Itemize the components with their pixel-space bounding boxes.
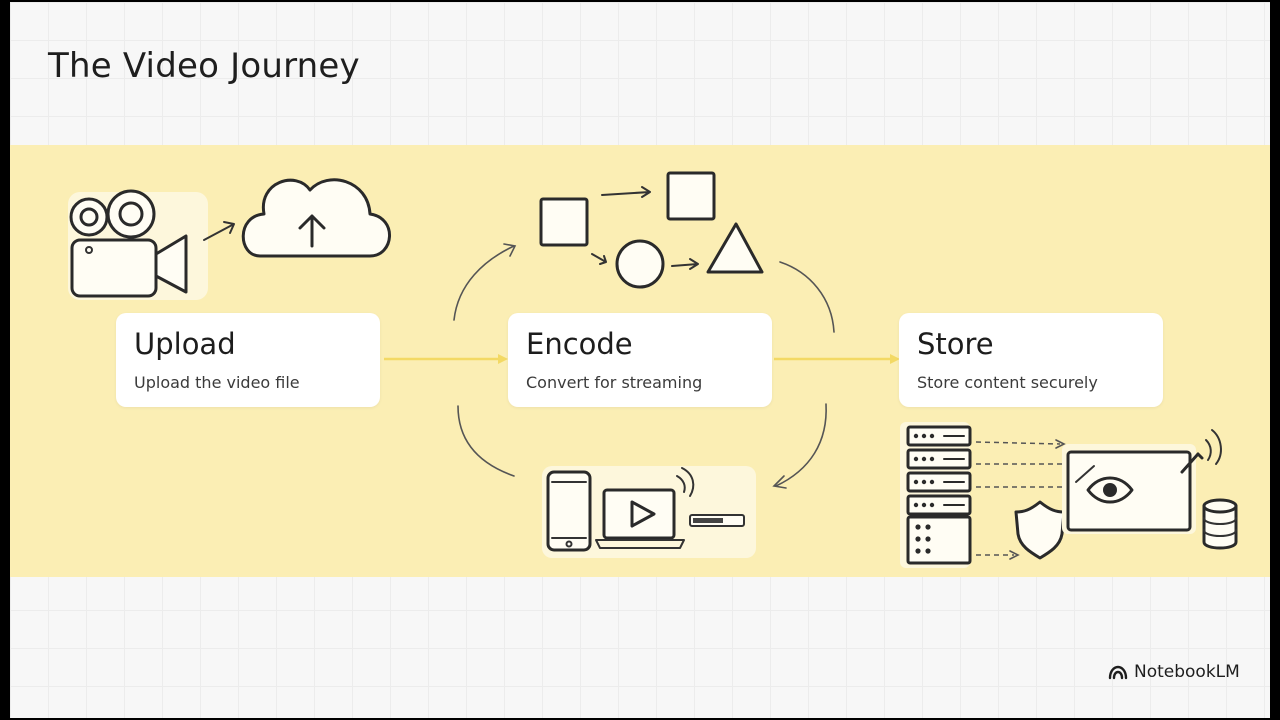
dashed-connectors [975,439,1066,560]
slide: The Video Journey [10,2,1270,718]
laptop-play-icon [595,467,695,549]
step-title: Encode [526,327,633,361]
monitor-eye-icon [1062,429,1222,534]
flow-line-encode-store [774,354,900,364]
square-icon-2 [666,171,716,221]
brand-watermark: NotebookLM [1108,660,1240,684]
brand-label: NotebookLM [1134,662,1240,682]
step-description: Upload the video file [134,373,300,392]
square-icon [539,197,589,247]
step-card-store: Store Store content securely [899,313,1163,407]
step-title: Upload [134,327,236,361]
database-icon [1202,498,1238,550]
loop-arc-top-right [779,261,835,333]
step-title: Store [917,327,994,361]
circle-icon [615,239,665,289]
notebooklm-logo-icon [1108,665,1128,680]
slide-title: The Video Journey [48,46,360,86]
shield-icon [1014,500,1066,560]
loop-arc-top-left [453,243,517,321]
loop-arc-bottom-left [457,405,515,477]
triangle-icon [706,222,764,274]
flow-line-upload-encode [384,354,508,364]
arrow-square-to-circle [591,253,607,265]
diagram-illustrations [68,171,1238,568]
progress-bar-icon [689,514,745,527]
video-camera-icon [68,189,208,300]
server-rack-icon [900,422,972,568]
step-description: Store content securely [917,373,1098,392]
cloud-upload-icon [241,178,391,258]
step-card-upload: Upload Upload the video file [116,313,380,407]
loop-arc-bottom-right [772,403,827,489]
arrow-circle-to-triangle [671,258,699,270]
step-description: Convert for streaming [526,373,703,392]
arrow-square-to-square [601,186,651,198]
arrow-camera-cloud [203,221,235,241]
step-card-encode: Encode Convert for streaming [508,313,772,407]
